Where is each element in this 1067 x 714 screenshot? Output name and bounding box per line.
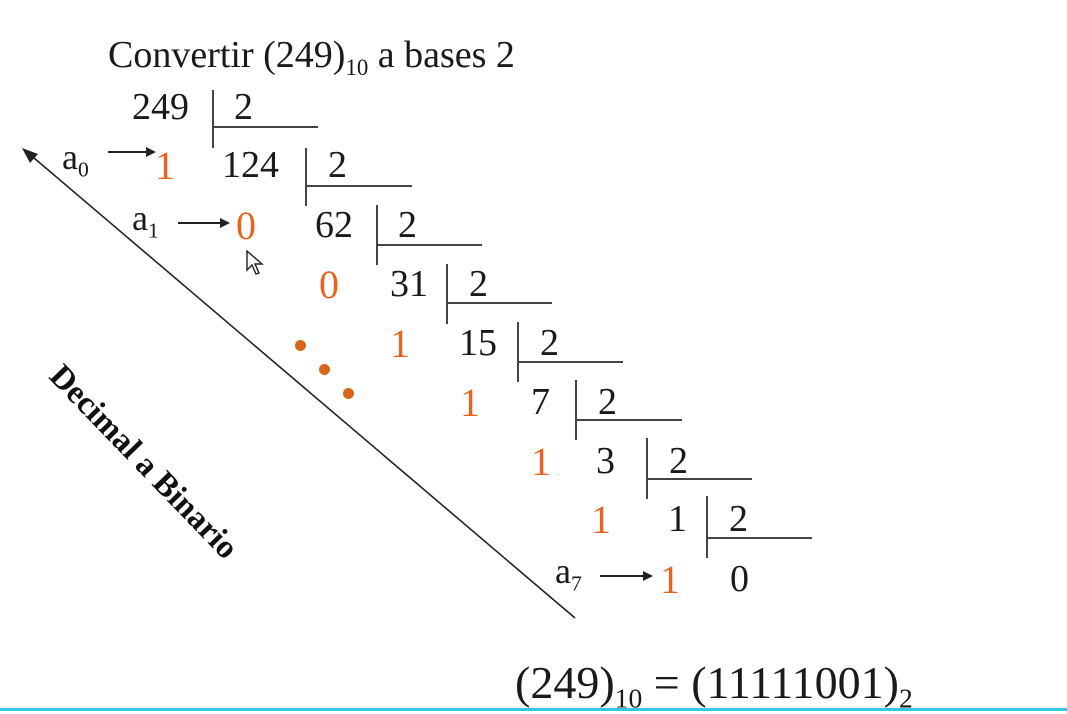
remainder-a2: 0 <box>319 262 339 307</box>
divisor-2: 2 <box>328 144 347 186</box>
bracket-2 <box>305 148 412 206</box>
ellipsis-dot <box>319 364 330 375</box>
a7-arrow-head <box>643 571 653 581</box>
dividend-15: 15 <box>459 322 497 364</box>
divisor-7: 2 <box>669 440 688 482</box>
remainder-a3: 1 <box>390 321 410 366</box>
label-a0: a0 <box>62 137 89 182</box>
dividend-31: 31 <box>390 263 428 305</box>
bracket-8 <box>706 496 812 558</box>
dividend-62: 62 <box>315 204 353 246</box>
dividend-7: 7 <box>531 381 550 423</box>
diagonal-arrow-line <box>26 151 576 619</box>
label-a1: a1 <box>132 198 159 243</box>
divisor-5: 2 <box>540 322 559 364</box>
dividend-249: 249 <box>132 86 189 128</box>
a0-arrow-head <box>146 147 156 157</box>
mouse-cursor-icon <box>246 250 264 275</box>
bottom-border-line <box>0 708 1067 711</box>
title: Convertir (249)10 a bases 2 <box>108 34 515 80</box>
dividend-1: 1 <box>668 498 687 540</box>
ellipsis-dot <box>343 388 354 399</box>
bracket-4 <box>446 264 552 324</box>
remainder-a1: 0 <box>236 203 256 248</box>
bracket-5 <box>517 322 623 382</box>
bracket-6 <box>575 380 682 440</box>
dividend-3: 3 <box>596 440 615 482</box>
ellipsis-dot <box>295 340 306 351</box>
a1-arrow-head <box>220 218 230 228</box>
divisor-4: 2 <box>469 263 488 305</box>
bracket-7 <box>646 438 752 499</box>
label-a7: a7 <box>555 551 582 596</box>
bracket-3 <box>376 205 482 265</box>
result-equation: (249)10 = (11111001)2 <box>515 657 913 714</box>
remainder-a0: 1 <box>155 143 175 188</box>
divisor-8: 2 <box>729 498 748 540</box>
diagonal-arrow-head <box>22 148 38 163</box>
remainder-a4: 1 <box>460 380 480 425</box>
remainder-a7: 1 <box>660 557 680 602</box>
dividend-0: 0 <box>730 558 749 600</box>
remainder-a6: 1 <box>591 497 611 542</box>
divisor-3: 2 <box>398 204 417 246</box>
divisor-6: 2 <box>598 381 617 423</box>
divisor-1: 2 <box>234 86 253 128</box>
remainder-a5: 1 <box>531 439 551 484</box>
bracket-1 <box>212 90 318 148</box>
dividend-124: 124 <box>222 144 279 186</box>
